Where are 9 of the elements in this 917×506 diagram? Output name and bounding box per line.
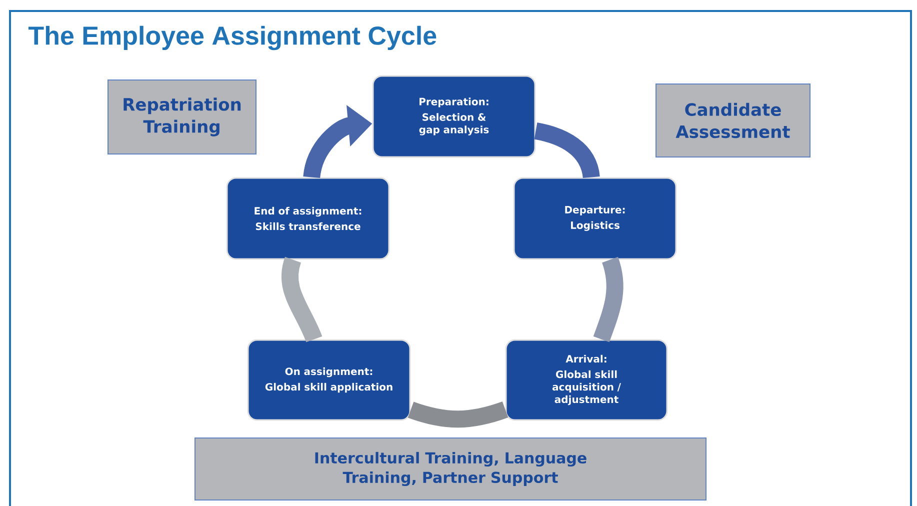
process-box: Arrival: Global skill acquisition / adjustment (505, 339, 668, 421)
process-box: End of assignment: Skills transference (226, 177, 390, 260)
process-box: On assignment: Global skill application (247, 339, 411, 421)
title: The Employee Assignment Cycle (28, 26, 436, 50)
training-box: Candidate Assessment (656, 84, 810, 158)
training-box: Intercultural Training, Language Training, Partner Support (194, 438, 706, 500)
process-box: Preparation: Selection & gap analysis (372, 75, 536, 158)
process-box: Departure: Logistics (513, 177, 677, 260)
training-box: Repatriation Training (108, 80, 256, 154)
